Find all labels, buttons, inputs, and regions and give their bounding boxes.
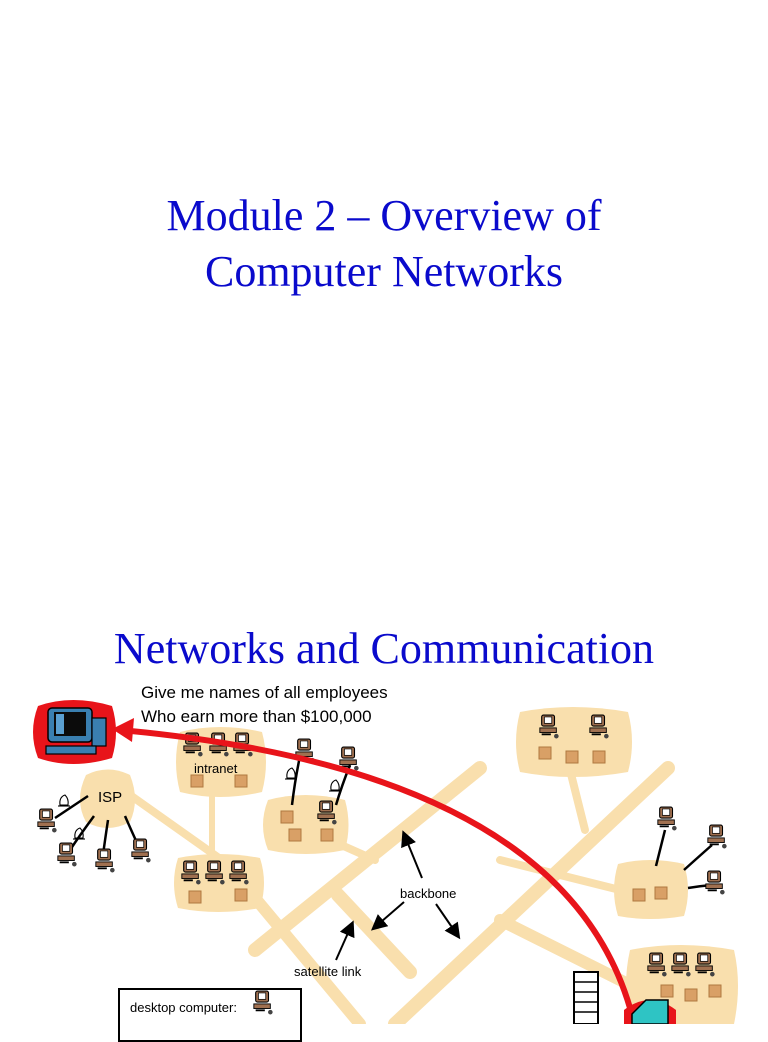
slide-title-networks: Networks and Communication (113, 624, 655, 673)
query-text-line2: Who earn more than $100,000 (141, 707, 372, 726)
desktop-computer-label: desktop computer: (130, 1000, 237, 1015)
query-arrowhead (112, 718, 134, 742)
satellite-link-label: satellite link (294, 964, 362, 979)
lan-cloud-right (614, 860, 688, 919)
isp-cloud (80, 769, 135, 828)
isp-label: ISP (98, 789, 123, 806)
legend-box: desktop computer: (118, 988, 302, 1042)
desktop-computer-icon (33, 700, 116, 764)
backbone-label: backbone (400, 886, 457, 901)
query-text-line1: Give me names of all employees (141, 683, 388, 702)
backbone-links (126, 761, 675, 1024)
legend-workstation-icon (253, 990, 274, 1016)
server-icon (573, 971, 599, 1024)
database-server-icon (624, 999, 676, 1024)
lan-cloud-top-right (516, 707, 632, 777)
label-pointers (335, 830, 461, 961)
query-arrow (119, 727, 633, 1009)
intranet-label: intranet (194, 761, 238, 776)
